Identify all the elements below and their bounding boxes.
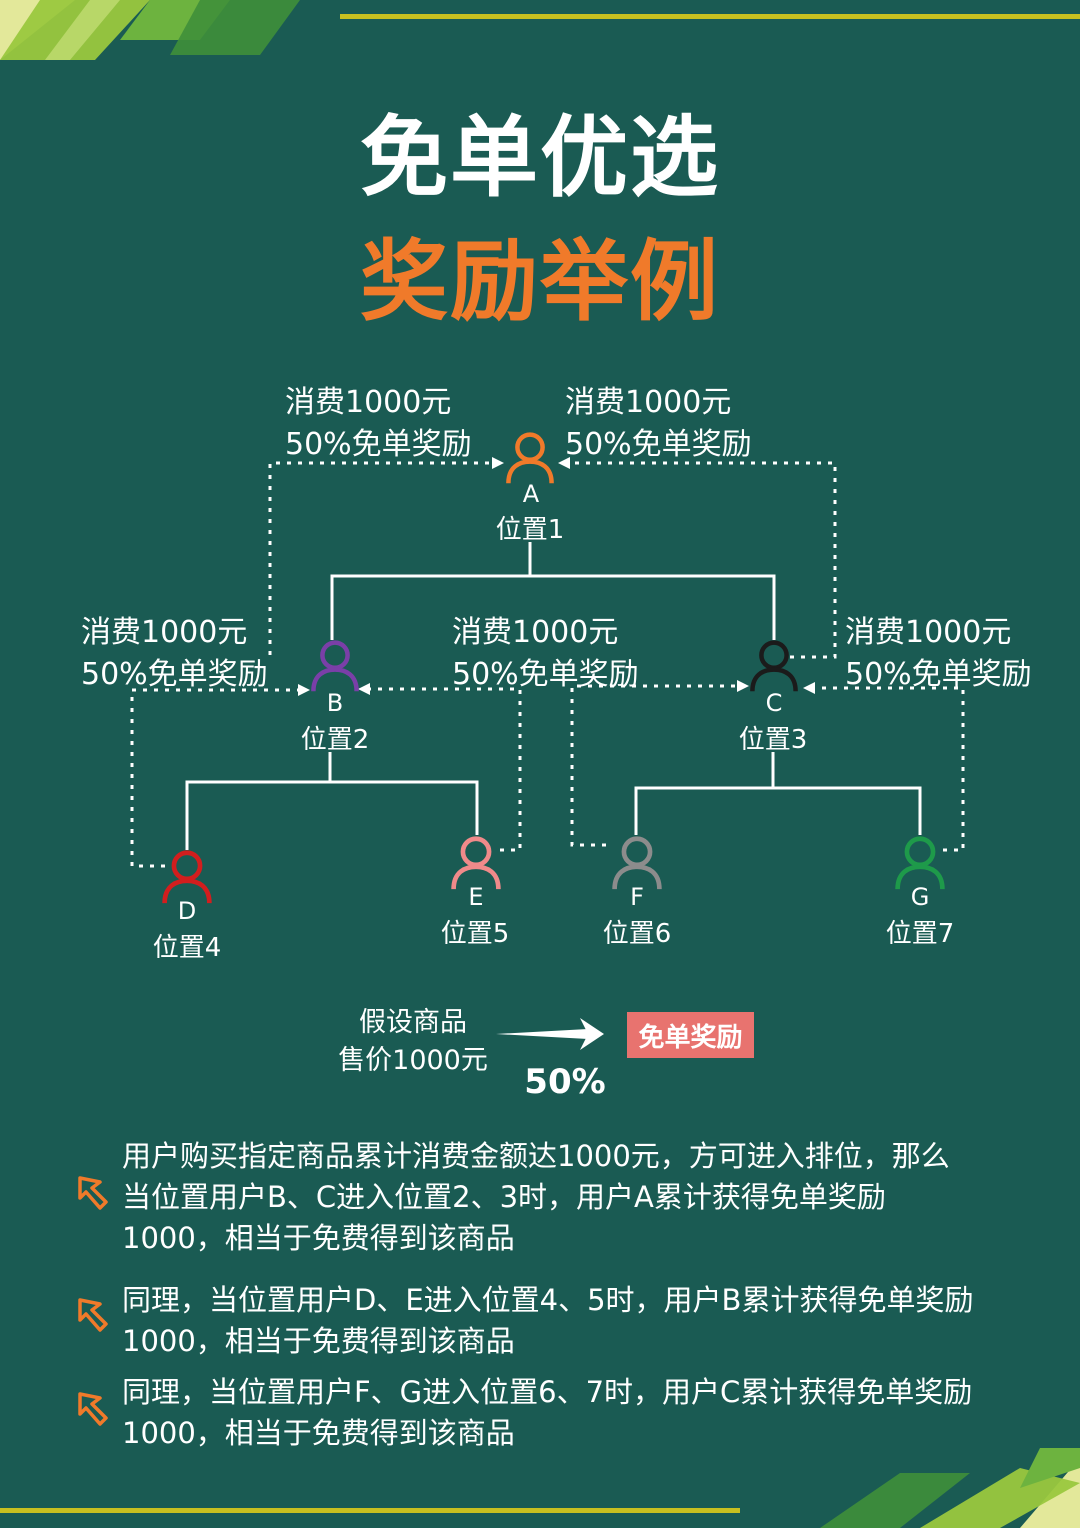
cursor-arrow-icon bbox=[78, 1298, 108, 1332]
flow-label-e-to-b-line2: 50%免单奖励 bbox=[452, 657, 639, 692]
cursor-arrow-icon bbox=[78, 1392, 108, 1426]
node-f-letter: F bbox=[630, 883, 644, 911]
user-icon bbox=[165, 853, 210, 903]
node-g-letter: G bbox=[911, 883, 930, 911]
node-c-position: 位置3 bbox=[739, 725, 808, 755]
assumption-line2: 售价1000元 bbox=[338, 1045, 488, 1076]
node-b-letter: B bbox=[327, 689, 343, 717]
node-d-position: 位置4 bbox=[153, 933, 222, 963]
flow-c-to-a bbox=[558, 457, 837, 659]
node-g-position: 位置7 bbox=[886, 919, 955, 949]
node-a: A 位置1 bbox=[496, 435, 565, 545]
node-f: F 位置6 bbox=[603, 839, 672, 949]
node-f-position: 位置6 bbox=[603, 919, 672, 949]
reward-badge: 免单奖励 bbox=[627, 1012, 754, 1058]
flow-f-to-c bbox=[570, 680, 749, 847]
node-b: B 位置2 bbox=[301, 643, 370, 755]
node-a-position: 位置1 bbox=[496, 515, 565, 545]
node-d: D 位置4 bbox=[153, 853, 222, 963]
assumption-text: 假设商品 售价1000元 bbox=[318, 1004, 508, 1080]
percent-value: 50% bbox=[524, 1062, 606, 1102]
paragraph-3-line-2: 1000，相当于免费得到该商品 bbox=[122, 1416, 515, 1450]
user-icon bbox=[898, 839, 943, 889]
paragraph-1-line-1: 用户购买指定商品累计消费金额达1000元，方可进入排位，那么 bbox=[122, 1139, 950, 1173]
explanation-paragraph-2: 同理，当位置用户D、E进入位置4、5时，用户B累计获得免单奖励 1000，相当于… bbox=[122, 1280, 1052, 1362]
user-icon bbox=[454, 839, 499, 889]
flow-label-g-to-c-line2: 50%免单奖励 bbox=[845, 657, 1032, 692]
flow-g-to-c bbox=[803, 682, 965, 852]
flow-label-b-to-a-line1: 消费1000元 bbox=[285, 385, 451, 420]
node-e-letter: E bbox=[468, 883, 483, 911]
node-g: G 位置7 bbox=[886, 839, 955, 949]
reward-tree-diagram: 消费1000元 50%免单奖励 消费1000元 50%免单奖励 消费1000元 … bbox=[81, 385, 1032, 963]
flow-label-g-to-c-line1: 消费1000元 bbox=[845, 615, 1011, 650]
flow-d-to-b bbox=[130, 684, 310, 868]
flow-label-c-to-a-line1: 消费1000元 bbox=[565, 385, 731, 420]
flow-label-d-to-b-line2: 50%免单奖励 bbox=[81, 657, 268, 692]
user-icon bbox=[508, 435, 551, 484]
main-title: 免单优选 bbox=[359, 106, 720, 209]
flow-label-e-to-b-line1: 消费1000元 bbox=[452, 615, 618, 650]
flow-e-to-b bbox=[358, 683, 522, 852]
top-left-decoration bbox=[0, 0, 300, 60]
node-c: C 位置3 bbox=[739, 643, 808, 755]
user-icon bbox=[313, 643, 356, 692]
flow-label-b-to-a-line2: 50%免单奖励 bbox=[285, 427, 472, 462]
paragraph-2-line-1: 同理，当位置用户D、E进入位置4、5时，用户B累计获得免单奖励 bbox=[122, 1283, 974, 1317]
user-icon bbox=[615, 839, 660, 889]
user-icon bbox=[752, 643, 795, 692]
connector-a-bc bbox=[330, 542, 776, 640]
flow-label-c-to-a-line2: 50%免单奖励 bbox=[565, 427, 752, 462]
flow-label-d-to-b-line1: 消费1000元 bbox=[81, 615, 247, 650]
node-d-letter: D bbox=[178, 897, 196, 925]
cursor-arrow-icon bbox=[78, 1176, 108, 1210]
node-b-position: 位置2 bbox=[301, 725, 370, 755]
tree-connectors bbox=[185, 542, 922, 850]
explanation-paragraph-1: 用户购买指定商品累计消费金额达1000元，方可进入排位，那么 当位置用户B、C进… bbox=[122, 1136, 1052, 1259]
paragraph-3-line-1: 同理，当位置用户F、G进入位置6、7时，用户C累计获得免单奖励 bbox=[122, 1375, 973, 1409]
top-yellow-line bbox=[340, 14, 1080, 19]
assumption-line1: 假设商品 bbox=[359, 1007, 467, 1038]
sub-title: 奖励举例 bbox=[359, 230, 720, 333]
node-e: E 位置5 bbox=[441, 839, 510, 949]
node-c-letter: C bbox=[766, 689, 783, 717]
bottom-right-decoration bbox=[820, 1448, 1080, 1528]
connector-b-de bbox=[185, 752, 479, 850]
node-a-letter: A bbox=[523, 480, 540, 508]
connector-c-fg bbox=[634, 752, 922, 835]
explanation-paragraph-3: 同理，当位置用户F、G进入位置6、7时，用户C累计获得免单奖励 1000，相当于… bbox=[122, 1372, 1052, 1454]
node-e-position: 位置5 bbox=[441, 919, 510, 949]
paragraph-1-line-3: 1000，相当于免费得到该商品 bbox=[122, 1221, 515, 1255]
paragraph-1-line-2: 当位置用户B、C进入位置2、3时，用户A累计获得免单奖励 bbox=[122, 1180, 886, 1214]
assumption-arrow-icon bbox=[496, 1018, 604, 1050]
flow-arrows bbox=[130, 457, 965, 868]
bottom-yellow-line bbox=[0, 1508, 740, 1513]
paragraph-2-line-2: 1000，相当于免费得到该商品 bbox=[122, 1324, 515, 1358]
